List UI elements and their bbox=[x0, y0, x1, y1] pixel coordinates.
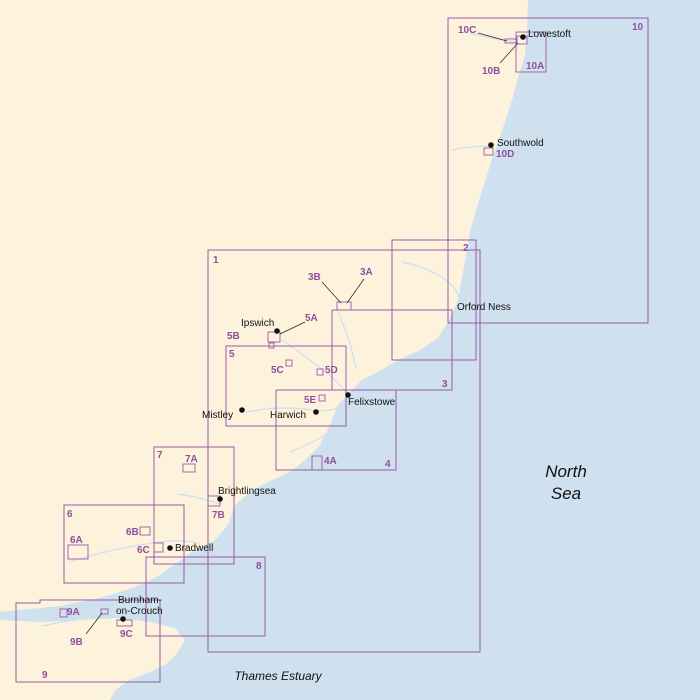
chart-5A-inset bbox=[267, 331, 281, 343]
north-sea-label-line2: Sea bbox=[551, 484, 581, 503]
place-felixstowe: Felixstowe bbox=[348, 397, 396, 408]
river-colne bbox=[177, 493, 221, 505]
southwold-marker bbox=[488, 142, 494, 148]
burnham-marker bbox=[120, 616, 126, 622]
chart-9B-inset bbox=[100, 608, 109, 615]
chart-2-frame bbox=[391, 239, 477, 361]
chart-4A-inset bbox=[311, 455, 323, 471]
place-burnham-line1: Burnham- bbox=[118, 595, 162, 606]
river-orwell bbox=[281, 339, 351, 396]
place-burnham-line2: on-Crouch bbox=[116, 606, 163, 617]
chart-6C-inset bbox=[153, 542, 164, 553]
chart-label-8: 8 bbox=[256, 561, 262, 572]
chart-1-frame bbox=[207, 249, 481, 653]
mistley-marker bbox=[239, 407, 245, 413]
bradwell-marker bbox=[167, 545, 173, 551]
river-deben bbox=[337, 311, 357, 369]
place-bradwell: Bradwell bbox=[175, 543, 213, 554]
land-mass bbox=[0, 0, 528, 612]
chart-5C-inset bbox=[285, 359, 293, 367]
chart-10-frame bbox=[447, 17, 649, 324]
chart-label-5A: 5A bbox=[305, 313, 318, 324]
chart-label-3B: 3B bbox=[308, 272, 321, 283]
lowestoft-marker bbox=[520, 34, 526, 40]
chart-8-frame bbox=[145, 556, 266, 637]
river-stour bbox=[245, 403, 347, 413]
chart-5E-inset bbox=[318, 394, 326, 402]
thames-estuary-label: Thames Estuary bbox=[234, 669, 322, 683]
chart-label-10B: 10B bbox=[482, 66, 500, 77]
chart-label-9B: 9B bbox=[70, 637, 83, 648]
place-ipswich: Ipswich bbox=[241, 318, 274, 329]
chart-label-1: 1 bbox=[213, 255, 219, 266]
chart-label-9A: 9A bbox=[67, 607, 80, 618]
chart-label-5B: 5B bbox=[227, 331, 240, 342]
chart-10A-inset bbox=[515, 31, 547, 73]
place-southwold: Southwold bbox=[497, 138, 544, 149]
leader-10B bbox=[499, 42, 519, 64]
chart-label-7A: 7A bbox=[185, 454, 198, 465]
leader-3A bbox=[346, 278, 365, 304]
oulton-broad bbox=[469, 32, 516, 43]
land-south-essex bbox=[0, 618, 185, 700]
chart-label-7: 7 bbox=[157, 450, 163, 461]
chart-label-6C: 6C bbox=[137, 545, 150, 556]
place-orford-ness: Orford Ness bbox=[457, 302, 511, 313]
chart-label-6A: 6A bbox=[70, 535, 83, 546]
chart-label-3A: 3A bbox=[360, 267, 373, 278]
chart-label-3: 3 bbox=[442, 379, 448, 390]
river-blyth bbox=[451, 145, 491, 151]
ipswich-marker bbox=[274, 328, 280, 334]
harwich-marker bbox=[313, 409, 319, 415]
chart-5B-inset bbox=[268, 342, 275, 349]
place-mistley: Mistley bbox=[202, 410, 233, 421]
chart-9A-inset bbox=[59, 608, 68, 618]
chart-4-frame bbox=[275, 389, 397, 471]
river-alde bbox=[401, 261, 463, 307]
chart-label-6B: 6B bbox=[126, 527, 139, 538]
chart-label-10: 10 bbox=[632, 22, 644, 33]
chart-label-4: 4 bbox=[385, 459, 391, 470]
chart-3A-3B-inset bbox=[336, 301, 352, 311]
place-harwich: Harwich bbox=[270, 410, 306, 421]
chart-label-10D: 10D bbox=[496, 149, 514, 160]
chart-6A-inset bbox=[67, 544, 89, 560]
place-lowestoft: Lowestoft bbox=[528, 29, 571, 40]
chart-6-frame bbox=[63, 504, 185, 584]
chart-7-frame bbox=[153, 446, 235, 565]
river-crouch bbox=[41, 611, 179, 627]
chart-label-5C: 5C bbox=[271, 365, 284, 376]
chart-label-4A: 4A bbox=[324, 456, 337, 467]
leader-5A bbox=[279, 321, 306, 335]
chart-label-9C: 9C bbox=[120, 629, 133, 640]
chart-label-5D: 5D bbox=[325, 365, 338, 376]
place-brightlingsea: Brightlingsea bbox=[218, 486, 276, 497]
chart-5D-inset bbox=[316, 368, 324, 376]
leader-9B bbox=[85, 612, 103, 635]
hamford-water bbox=[289, 431, 331, 453]
chart-9-frame bbox=[15, 599, 161, 683]
chart-label-6: 6 bbox=[67, 509, 73, 520]
chart-label-10A: 10A bbox=[526, 61, 544, 72]
chart-5-frame bbox=[225, 345, 347, 427]
leader-10C bbox=[477, 32, 508, 42]
north-sea-label-line1: North bbox=[545, 462, 587, 481]
chart-10D-inset bbox=[483, 147, 494, 156]
chart-3-frame bbox=[331, 309, 453, 391]
chart-label-5: 5 bbox=[229, 349, 235, 360]
chart-label-2: 2 bbox=[463, 243, 469, 254]
river-blackwater bbox=[69, 540, 201, 563]
felixstowe-marker bbox=[345, 392, 351, 398]
chart-label-7B: 7B bbox=[212, 510, 225, 521]
leader-3B bbox=[321, 281, 342, 304]
chart-7A-inset bbox=[182, 463, 196, 473]
chart-label-5E: 5E bbox=[304, 395, 317, 406]
chart-label-9: 9 bbox=[42, 670, 48, 681]
chart-6B-inset bbox=[139, 526, 151, 536]
brightlingsea-marker bbox=[217, 496, 223, 502]
chart-label-10C: 10C bbox=[458, 25, 476, 36]
